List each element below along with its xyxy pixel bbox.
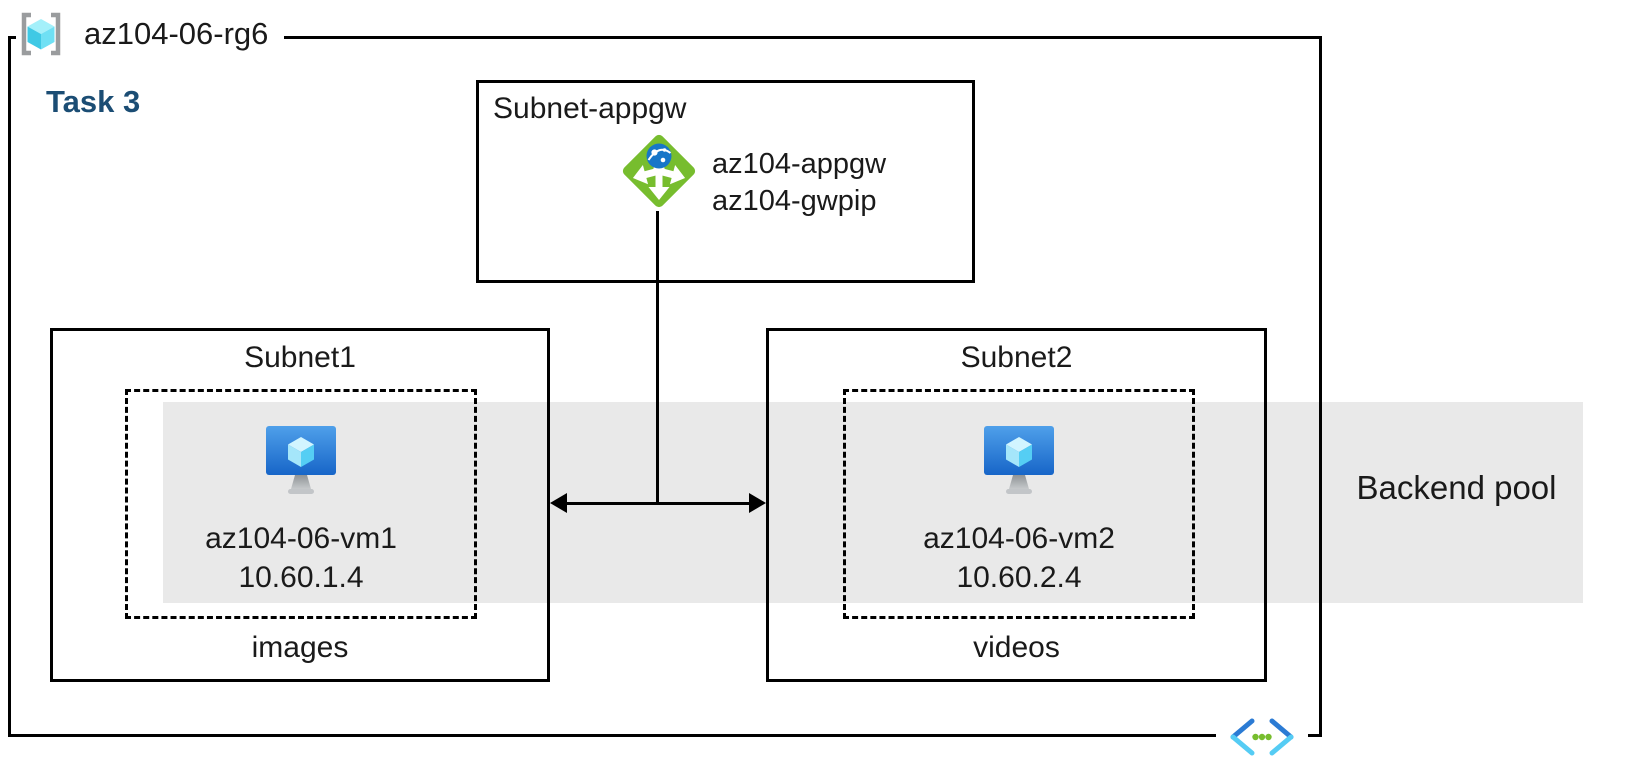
subnet2-vm-name: az104-06-vm2	[923, 522, 1115, 555]
resource-group-name: az104-06-rg6	[84, 16, 269, 51]
arrowhead-right	[749, 493, 766, 513]
virtual-machine-icon	[266, 426, 336, 494]
subnet-connector-line	[565, 502, 749, 505]
appgw-subnet-title: Subnet-appgw	[493, 92, 687, 125]
appgw-subnet-box: Subnet-appgw	[476, 80, 975, 283]
appgw-public-ip-name: az104-gwpip	[712, 185, 877, 217]
backend-pool-label: Backend pool	[1356, 469, 1557, 506]
subnet1-app-label: images	[251, 631, 349, 664]
arrowhead-left	[550, 493, 567, 513]
subnet1-vm-name: az104-06-vm1	[205, 522, 397, 555]
subnet2-vm-ip: 10.60.2.4	[956, 561, 1082, 594]
application-gateway-icon	[622, 134, 696, 208]
appgw-gateway-name: az104-appgw	[712, 148, 887, 180]
subnet2-title: Subnet2	[960, 341, 1073, 374]
subnet2-app-label: videos	[973, 631, 1060, 664]
subnet2-vm-zone: az104-06-vm2 10.60.2.4	[843, 389, 1195, 619]
resource-group-frame	[8, 36, 1322, 737]
subnet1-title: Subnet1	[244, 341, 356, 374]
task-label: Task 3	[46, 84, 141, 119]
virtual-network-icon	[1230, 718, 1294, 756]
resource-group-title: az104-06-rg6	[16, 8, 285, 60]
appgw-labels: az104-appgw az104-gwpip	[712, 146, 886, 220]
virtual-network-icon-wrap	[1216, 714, 1308, 760]
virtual-machine-icon	[984, 426, 1054, 494]
subnet1-vm-ip: 10.60.1.4	[238, 561, 364, 594]
subnet2-box: Subnet2 az104-06-vm2 10.60.	[766, 328, 1267, 682]
resource-group-icon	[21, 12, 61, 56]
subnet1-vm-zone: az104-06-vm1 10.60.1.4	[125, 389, 477, 619]
appgw-connector-line	[656, 211, 659, 505]
subnet1-box: Subnet1 az104-06-vm1 10.60.	[50, 328, 550, 682]
backend-pool-band	[163, 402, 1583, 603]
